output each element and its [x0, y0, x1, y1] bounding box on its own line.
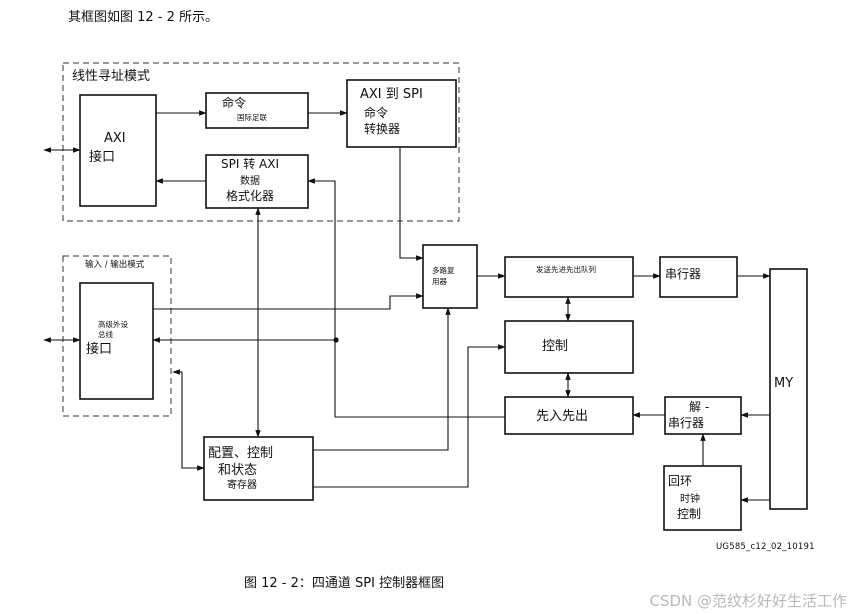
loopback-label-1: 回环 — [668, 474, 692, 488]
spi-to-axi-label-2: 数据 — [240, 174, 260, 187]
spi-to-axi-label-3: 格式化器 — [226, 188, 274, 203]
loopback-label-2: 时钟 — [680, 492, 700, 505]
apb-interface-label-2: 总线 — [98, 329, 113, 339]
apb-interface-label-3: 接口 — [86, 341, 112, 357]
linear-mode-label: 线性寻址模式 — [72, 69, 150, 84]
register-to-control-link — [313, 344, 506, 488]
figure-caption: 图 12 - 2：四通道 SPI 控制器框图 — [244, 576, 445, 591]
spi-to-axi-label-1: SPI 转 AXI — [221, 156, 279, 171]
command-sublabel: 国际足联 — [237, 113, 267, 122]
control-label: 控制 — [542, 339, 568, 354]
axi-to-spi-label-2: 命令 — [364, 105, 388, 120]
apb-to-registers-link — [172, 369, 205, 471]
axi-to-spi-label-1: AXI 到 SPI — [360, 87, 423, 102]
fifo-to-formatter-link — [307, 178, 505, 418]
converter-to-mux-link — [399, 147, 424, 261]
tx-fifo-block — [504, 256, 634, 298]
axi-interface-label-2: 接口 — [89, 149, 115, 165]
axi-interface-block — [79, 94, 157, 207]
io-mode-label: 输入 / 输出模式 — [85, 259, 145, 270]
control-block — [504, 320, 634, 374]
intro-text: 其框图如图 12 - 2 所示。 — [68, 10, 219, 25]
spi-to-axi-formatter-block — [205, 154, 309, 209]
config-registers-block — [203, 436, 314, 501]
tx-fifo-label: 发送先进先出队列 — [536, 264, 596, 274]
config-label-2: 和状态 — [218, 463, 257, 478]
io-mode-region — [62, 255, 172, 417]
fifo-label: 先入先出 — [536, 409, 588, 424]
command-block — [205, 92, 309, 129]
config-label-3: 寄存器 — [227, 478, 257, 491]
mux-label-2: 用器 — [432, 277, 447, 286]
axi-interface-label-1: AXI — [104, 131, 126, 146]
register-to-mux-link — [313, 307, 451, 451]
deserializer-label-1: 解 - — [689, 400, 709, 414]
axi-to-spi-converter-block — [346, 79, 457, 148]
serializer-block — [659, 256, 738, 298]
serializer-label: 串行器 — [665, 267, 701, 281]
mux-label-1: 多路复 — [432, 265, 455, 275]
watermark: CSDN @范纹杉好好生活工作 — [649, 592, 847, 610]
fifo-block — [504, 396, 634, 435]
loopback-label-3: 控制 — [677, 507, 701, 521]
config-label-1: 配置、控制 — [208, 446, 273, 461]
apb-to-mux-link — [153, 293, 424, 310]
axi-to-spi-label-3: 转换器 — [364, 121, 400, 136]
apb-interface-label-1: 高级外设 — [98, 319, 128, 329]
linear-mode-region — [62, 62, 460, 222]
my-block — [769, 268, 808, 510]
apb-interface-block — [79, 282, 154, 400]
junction-dot — [333, 337, 339, 343]
figure-id: UG585_c12_02_10191 — [716, 542, 815, 552]
my-label: MY — [774, 376, 793, 391]
command-label: 命令 — [222, 95, 246, 110]
deserializer-label-2: 串行器 — [668, 416, 704, 430]
